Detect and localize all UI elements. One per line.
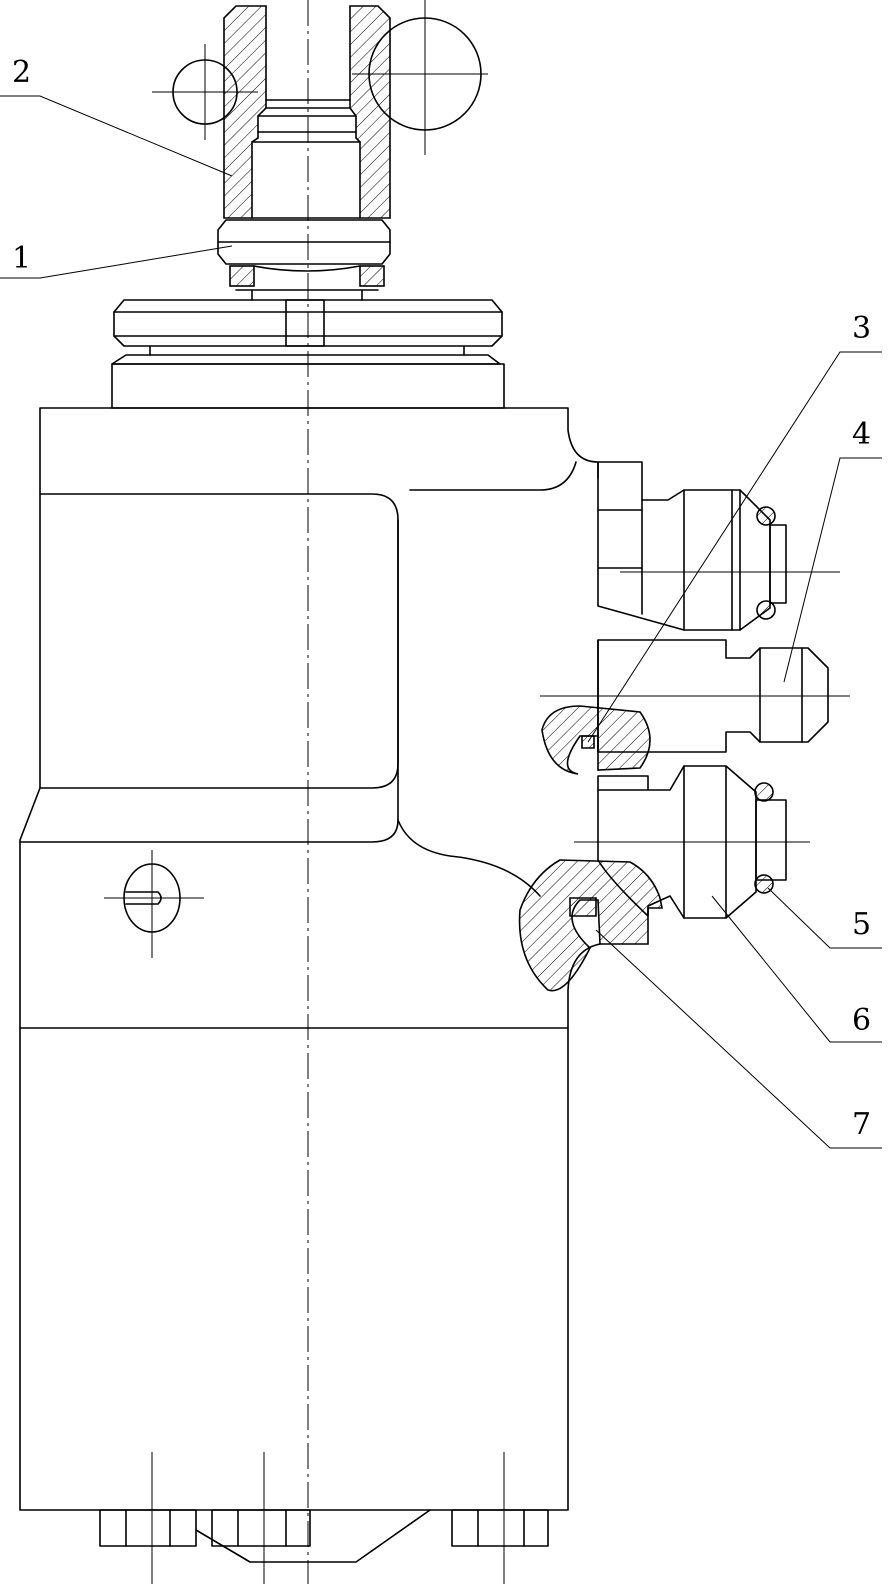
hex-nut	[217, 219, 391, 265]
callout-label-1: 1	[12, 241, 31, 276]
callout-label-5: 5	[852, 907, 871, 942]
top-fitting	[152, 0, 488, 301]
section-detail-upper	[541, 705, 651, 775]
fitting-wall-left	[223, 5, 267, 219]
callout-label-7: 7	[852, 1107, 871, 1142]
leader-lines	[0, 95, 882, 1149]
callout-label-2: 2	[12, 55, 31, 90]
callout-label-6: 6	[852, 1003, 871, 1038]
bottom-bolts	[99, 1452, 549, 1584]
fitting-wall-right	[349, 5, 391, 219]
ring-left	[229, 265, 255, 287]
o-ring-upper-b	[756, 600, 776, 620]
ring-right	[359, 265, 385, 287]
callout-label-3: 3	[852, 311, 871, 346]
callout-label-4: 4	[852, 417, 871, 452]
o-ring-upper-a	[756, 506, 776, 526]
o-ring-lower-a	[754, 782, 774, 802]
main-body	[19, 407, 601, 1511]
right-ports	[518, 461, 850, 992]
